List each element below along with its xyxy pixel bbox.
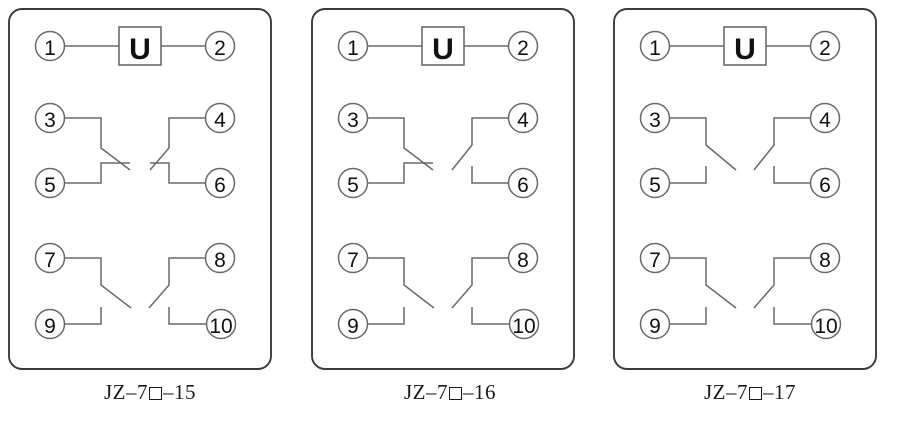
- terminal-5-circle: [639, 167, 671, 199]
- terminal-2-label: 2: [517, 37, 529, 60]
- relay-schematic-17: U 1 2 3 4 5 6: [613, 8, 877, 370]
- caption-suffix: –17: [763, 380, 796, 404]
- terminal-10-circle: [508, 308, 540, 340]
- terminal-5-label: 5: [44, 174, 56, 197]
- panel-caption-17: JZ–7 –17: [600, 380, 900, 405]
- panel-border: [613, 8, 877, 370]
- terminal-8-circle: [204, 242, 236, 274]
- terminal-10-label: 10: [209, 315, 232, 338]
- contact-lower-left-open: [64, 257, 132, 325]
- contact-lower-right-open: [148, 257, 206, 325]
- caption-placeholder-box: [449, 387, 462, 400]
- contact-middle-left-closed: [367, 117, 434, 184]
- terminal-6-label: 6: [819, 174, 831, 197]
- contact-lower-right-open: [753, 257, 811, 325]
- terminal-9-circle: [639, 308, 671, 340]
- terminal-7-circle: [337, 242, 369, 274]
- terminal-10-circle: [205, 308, 237, 340]
- terminal-4-circle: [809, 102, 841, 134]
- terminal-3-circle: [639, 102, 671, 134]
- terminal-1-circle: [34, 30, 66, 62]
- contact-lower-right-open: [451, 257, 509, 325]
- terminal-1-label: 1: [649, 37, 661, 60]
- coil-box: [723, 26, 767, 66]
- terminal-9-label: 9: [44, 315, 56, 338]
- coil-label: U: [734, 33, 756, 66]
- terminal-7-circle: [34, 242, 66, 274]
- caption-suffix: –16: [463, 380, 496, 404]
- terminal-6-circle: [507, 167, 539, 199]
- contact-middle-right-closed: [149, 117, 206, 184]
- terminal-9-label: 9: [347, 315, 359, 338]
- terminal-5-circle: [337, 167, 369, 199]
- terminal-9-circle: [337, 308, 369, 340]
- terminal-9-label: 9: [649, 315, 661, 338]
- caption-placeholder-box: [149, 387, 162, 400]
- terminal-1-label: 1: [44, 37, 56, 60]
- terminal-4-label: 4: [214, 109, 226, 132]
- terminal-8-label: 8: [517, 249, 529, 272]
- contact-lower-left-open: [669, 257, 737, 325]
- relay-schematic-15: U 1 2 3 4 5 6: [8, 8, 272, 370]
- terminal-3-circle: [337, 102, 369, 134]
- terminal-9-circle: [34, 308, 66, 340]
- contact-middle-right-open: [753, 117, 811, 184]
- coil-box: [118, 26, 162, 66]
- terminal-4-label: 4: [517, 109, 529, 132]
- terminal-6-circle: [809, 167, 841, 199]
- coil-label: U: [129, 33, 151, 66]
- terminal-4-circle: [204, 102, 236, 134]
- terminal-4-label: 4: [819, 109, 831, 132]
- terminal-8-circle: [507, 242, 539, 274]
- terminal-2-circle: [507, 30, 539, 62]
- terminal-1-label: 1: [347, 37, 359, 60]
- terminal-3-label: 3: [347, 109, 359, 132]
- terminal-7-label: 7: [347, 249, 359, 272]
- terminal-2-circle: [204, 30, 236, 62]
- contact-middle-left-closed: [64, 117, 131, 184]
- terminal-4-circle: [507, 102, 539, 134]
- caption-prefix: JZ–7: [104, 380, 148, 404]
- relay-panel-15: U 1 2 3 4 5 6: [0, 0, 300, 428]
- terminal-2-label: 2: [214, 37, 226, 60]
- terminal-10-label: 10: [814, 315, 837, 338]
- terminal-5-label: 5: [649, 174, 661, 197]
- terminal-3-label: 3: [44, 109, 56, 132]
- contact-middle-right-open: [451, 117, 509, 184]
- coil-label: U: [432, 33, 454, 66]
- relay-panel-16: U 1 2 3 4 5 6: [300, 0, 600, 428]
- terminal-10-circle: [810, 308, 842, 340]
- terminal-6-label: 6: [517, 174, 529, 197]
- terminal-3-circle: [34, 102, 66, 134]
- panel-caption-16: JZ–7 –16: [300, 380, 600, 405]
- panel-border: [311, 8, 575, 370]
- terminal-6-label: 6: [214, 174, 226, 197]
- terminal-10-label: 10: [512, 315, 535, 338]
- caption-prefix: JZ–7: [404, 380, 448, 404]
- terminal-5-label: 5: [347, 174, 359, 197]
- caption-prefix: JZ–7: [704, 380, 748, 404]
- caption-suffix: –15: [163, 380, 196, 404]
- contact-middle-left-open: [669, 117, 737, 184]
- contact-lower-left-open: [367, 257, 435, 325]
- terminal-7-circle: [639, 242, 671, 274]
- relay-panel-17: U 1 2 3 4 5 6: [600, 0, 900, 428]
- coil-box: [421, 26, 465, 66]
- terminal-1-circle: [639, 30, 671, 62]
- terminal-7-label: 7: [44, 249, 56, 272]
- terminal-3-label: 3: [649, 109, 661, 132]
- terminal-8-circle: [809, 242, 841, 274]
- panel-border: [8, 8, 272, 370]
- terminal-2-label: 2: [819, 37, 831, 60]
- panel-caption-15: JZ–7 –15: [0, 380, 300, 405]
- terminal-5-circle: [34, 167, 66, 199]
- terminal-6-circle: [204, 167, 236, 199]
- caption-placeholder-box: [749, 387, 762, 400]
- terminal-7-label: 7: [649, 249, 661, 272]
- terminal-1-circle: [337, 30, 369, 62]
- relay-schematic-16: U 1 2 3 4 5 6: [311, 8, 575, 370]
- terminal-8-label: 8: [819, 249, 831, 272]
- terminal-2-circle: [809, 30, 841, 62]
- terminal-8-label: 8: [214, 249, 226, 272]
